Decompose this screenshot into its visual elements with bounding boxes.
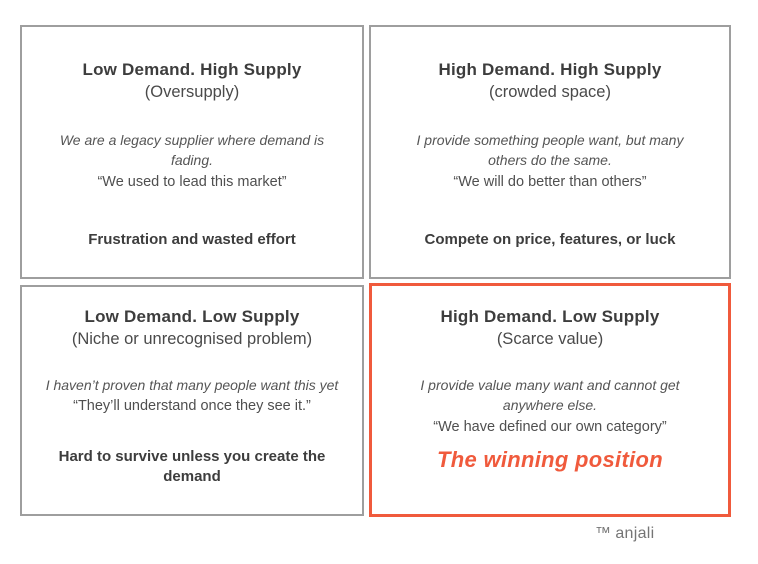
quadrant-high-demand-high-supply: High Demand. High Supply (crowded space)…	[369, 25, 731, 279]
quadrant-statement: I provide value many want and cannot get…	[420, 377, 680, 414]
quadrant-outcome: Compete on price, features, or luck	[424, 230, 676, 248]
quadrant-low-demand-low-supply: Low Demand. Low Supply (Niche or unrecog…	[20, 285, 364, 516]
quadrant-quote: “They’ll understand once they see it.”	[73, 398, 311, 415]
brand-name: anjali	[615, 525, 655, 542]
quadrant-subtitle: (crowded space)	[489, 83, 611, 102]
quadrant-title: High Demand. High Supply	[438, 60, 662, 79]
quadrant-quote: “We have defined our own category”	[433, 418, 667, 435]
quadrant-statement: I provide something people want, but man…	[416, 132, 684, 169]
quadrant-quote: “We used to lead this market”	[97, 173, 287, 190]
quadrant-title: Low Demand. Low Supply	[84, 307, 300, 326]
quadrant-statement: I haven’t proven that many people want t…	[45, 377, 339, 394]
quadrant-low-demand-high-supply: Low Demand. High Supply (Oversupply) We …	[20, 25, 364, 279]
brand-footer: ™ anjali	[595, 525, 654, 543]
quadrant-quote: “We will do better than others”	[453, 173, 647, 190]
quadrant-subtitle: (Scarce value)	[496, 330, 604, 349]
quadrant-title: Low Demand. High Supply	[82, 60, 302, 79]
quadrant-subtitle: (Oversupply)	[144, 83, 240, 102]
trademark-symbol: ™	[595, 525, 612, 542]
quadrant-outcome: Frustration and wasted effort	[88, 230, 296, 248]
quadrant-title: High Demand. Low Supply	[440, 307, 660, 326]
quadrant-statement: We are a legacy supplier where demand is…	[59, 132, 325, 169]
quadrant-high-demand-low-supply: High Demand. Low Supply (Scarce value) I…	[369, 283, 731, 517]
winning-position-label: The winning position	[437, 447, 663, 473]
quadrant-outcome: Hard to survive unless you create the de…	[58, 447, 326, 485]
quadrant-subtitle: (Niche or unrecognised problem)	[71, 330, 313, 349]
